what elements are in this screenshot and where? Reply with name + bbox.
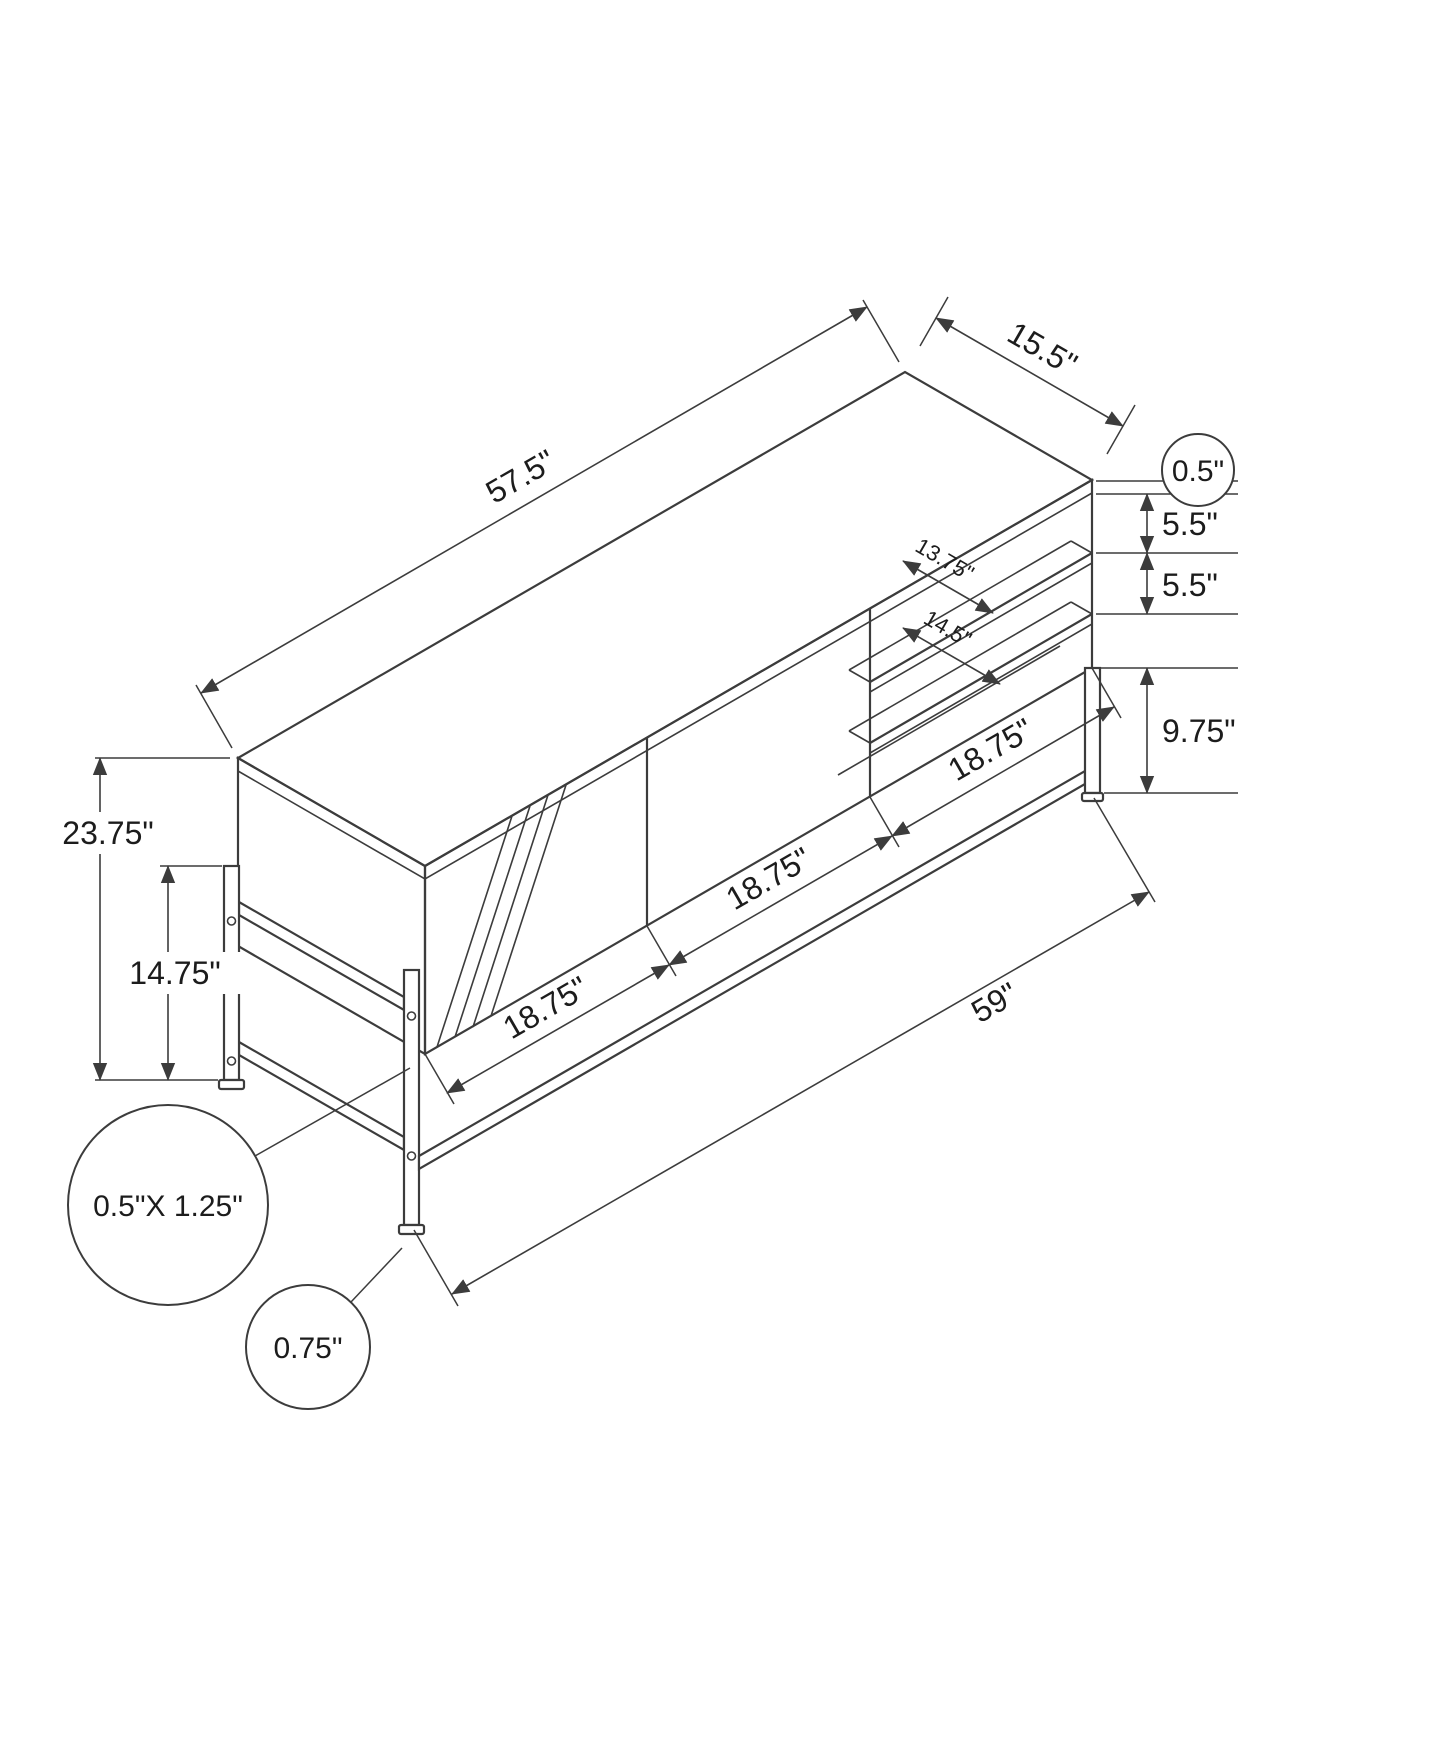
dim-heights	[92, 757, 230, 1081]
leg-foot	[217, 1078, 246, 1091]
dim-overall-width	[413, 797, 1156, 1307]
tube-size-callout-circle	[67, 1104, 269, 1306]
label-mask	[108, 952, 242, 994]
left-front-leg	[402, 968, 421, 1227]
tube-size-small-leader	[350, 1247, 403, 1303]
top-thickness-label: 0.5"	[1172, 455, 1224, 488]
top-panel	[235, 370, 1095, 868]
top-length-label: 57.5"	[480, 442, 562, 510]
leg-foot	[1080, 791, 1105, 803]
callouts	[67, 433, 1235, 1410]
bolt	[406, 1151, 417, 1161]
leg-foot	[397, 1223, 426, 1236]
gap-lower-label: 5.5"	[1162, 567, 1218, 603]
tube-size-small-callout-circle	[245, 1284, 371, 1410]
top-thickness-callout-circle	[1161, 433, 1235, 507]
top-depth-label: 15.5"	[1002, 314, 1084, 382]
bolt	[226, 916, 237, 926]
leg-height-label: 14.75"	[129, 955, 220, 991]
section-right-label: 18.75"	[942, 711, 1039, 788]
dim-top-length	[195, 299, 900, 749]
front-stretcher	[417, 769, 1087, 1171]
frame-tube-label: 0.5"X 1.25"	[93, 1190, 243, 1223]
cabinet-body	[235, 370, 1095, 1056]
gap-upper-label: 5.5"	[1162, 506, 1218, 542]
bolt	[406, 1011, 417, 1021]
right-front-leg	[1083, 666, 1102, 795]
overall-width-label: 59"	[965, 975, 1024, 1030]
bolt	[226, 1056, 237, 1066]
label-mask	[40, 812, 176, 854]
dim-shelf-depths	[902, 560, 1001, 685]
left-frame-lower-rail	[237, 1040, 406, 1152]
right-leg-height-label: 9.75"	[1162, 713, 1236, 749]
left-end-panel	[236, 756, 427, 1056]
overall-height-label: 23.75"	[62, 815, 153, 851]
section-left-label: 18.75"	[497, 969, 594, 1046]
top-thickness-edge	[237, 492, 1093, 880]
section-middle-label: 18.75"	[720, 840, 817, 917]
tube-size-leader	[254, 1067, 411, 1157]
dim-top-depth	[919, 296, 1136, 455]
frame-tube-small-label: 0.75"	[273, 1332, 342, 1365]
